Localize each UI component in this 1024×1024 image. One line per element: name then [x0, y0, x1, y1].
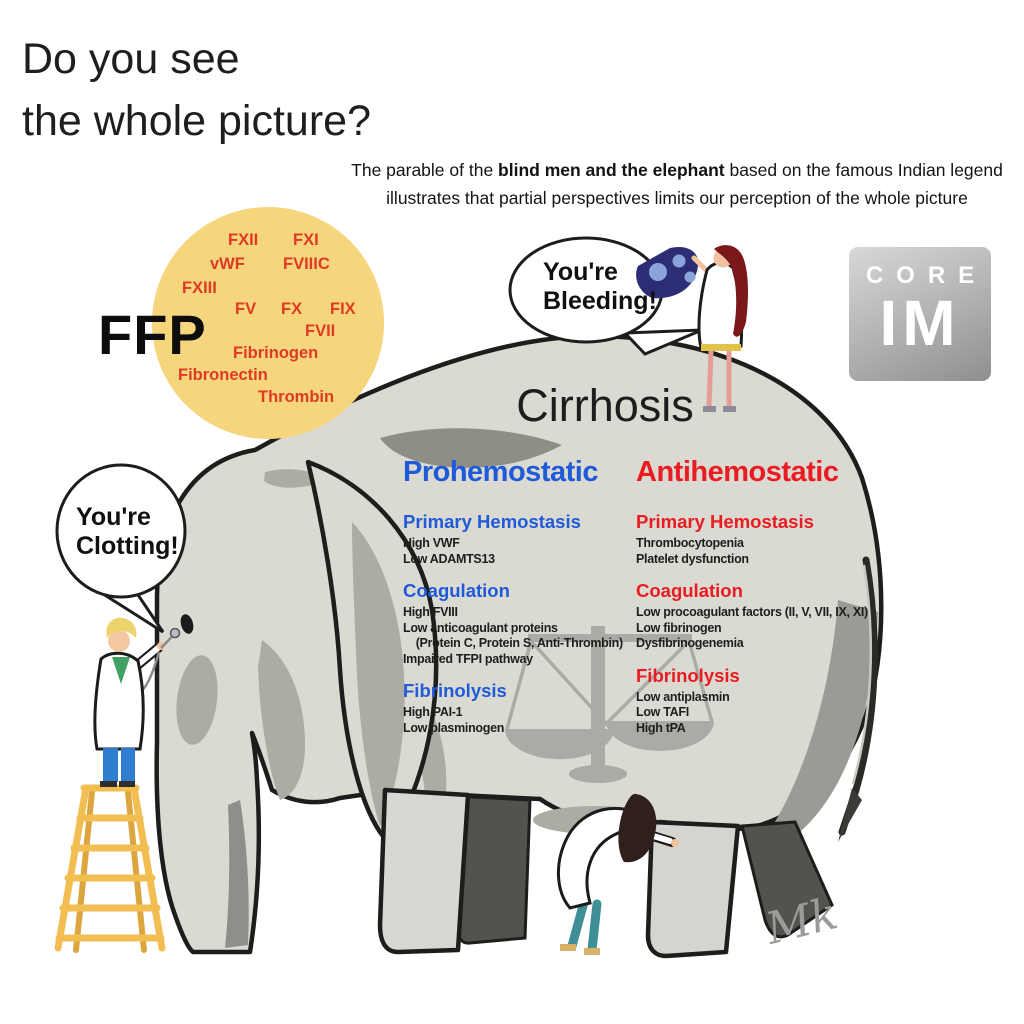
- doctor-under-elephant: [556, 793, 679, 955]
- ffp-factor: FX: [281, 300, 303, 318]
- section-item: Impaired TFPI pathway: [403, 651, 533, 666]
- subtitle-line-1: The parable of the blind men and the ele…: [351, 160, 1003, 180]
- ladder: [54, 784, 166, 953]
- ffp-factor: FXII: [228, 231, 259, 249]
- ffp-factor: FXI: [293, 231, 319, 249]
- diagram-title: Cirrhosis: [516, 380, 694, 431]
- title-line-1: Do you see: [22, 35, 240, 83]
- section-heading: Primary Hemostasis: [636, 511, 814, 532]
- column-header: Antihemostatic: [636, 456, 839, 488]
- ffp-circle: [152, 207, 384, 439]
- section-heading: Fibrinolysis: [403, 680, 507, 701]
- section-item: Low fibrinogen: [636, 620, 722, 635]
- section-heading: Coagulation: [636, 580, 743, 601]
- elephant-tail: [838, 556, 878, 842]
- ffp-factor: vWF: [210, 255, 245, 273]
- speech-bubble-bleeding: [508, 236, 703, 356]
- balance-scale-icon: [505, 626, 714, 783]
- section-item: Low TAFI: [636, 705, 689, 719]
- clotting-bubble-text: You're Clotting!: [76, 503, 179, 560]
- title-line-2: the whole picture?: [22, 97, 371, 145]
- elephant-ear: [305, 459, 439, 845]
- section-item: Low antiplasmin: [636, 689, 730, 704]
- page-title: Do you see the whole picture?: [22, 28, 371, 152]
- section-item: Low plasminogen: [403, 720, 505, 735]
- core-im-logo: CORE IM: [849, 247, 991, 381]
- logo-core-text: CORE: [865, 262, 988, 289]
- section-heading: Fibrinolysis: [636, 664, 740, 686]
- elephant-legs: [377, 787, 834, 959]
- section-item: High FVIII: [403, 605, 458, 619]
- speech-bubble-clotting: [55, 463, 187, 634]
- ffp-factor: FV: [235, 300, 257, 318]
- logo-im-text: IM: [879, 287, 961, 359]
- ffp-label: FFP: [98, 303, 207, 366]
- doctor-on-ladder: [93, 617, 181, 787]
- section-item: Thrombocytopenia: [636, 536, 744, 550]
- section-item: Low procoagulant factors (II, V, VII, IX…: [636, 605, 868, 619]
- section-item: Low ADAMTS13: [403, 551, 495, 566]
- section-heading: Coagulation: [403, 580, 510, 601]
- ffp-factor: FVIIIC: [283, 255, 330, 273]
- ffp-factor: FXIII: [182, 279, 217, 297]
- subtitle: The parable of the blind men and the ele…: [330, 156, 1024, 212]
- section-item: Platelet dysfunction: [636, 551, 749, 566]
- subtitle-line-2: illustrates that partial perspectives li…: [386, 188, 968, 208]
- elephant-eye: [180, 614, 194, 634]
- ffp-factor: FIX: [330, 300, 356, 318]
- section-item: Low anticoagulant proteins: [403, 620, 558, 635]
- section-item: High tPA: [636, 720, 686, 735]
- ffp-factor: FVII: [305, 322, 336, 340]
- column-header: Prohemostatic: [403, 456, 598, 488]
- ffp-factor: Thrombin: [258, 388, 335, 406]
- section-heading: Primary Hemostasis: [403, 511, 581, 532]
- ffp-factor: Fibrinogen: [233, 344, 319, 362]
- bleeding-bubble-text: You're Bleeding!: [543, 258, 657, 315]
- section-item: High VWF: [403, 536, 460, 550]
- section-item: High PAI-1: [403, 705, 463, 719]
- section-item: (Protein C, Protein S, Anti-Thrombin): [403, 636, 623, 650]
- doctor-on-elephant-back: [636, 245, 748, 412]
- ffp-factor: Fibronectin: [178, 366, 268, 384]
- section-item: Dysfibrinogenemia: [636, 636, 744, 650]
